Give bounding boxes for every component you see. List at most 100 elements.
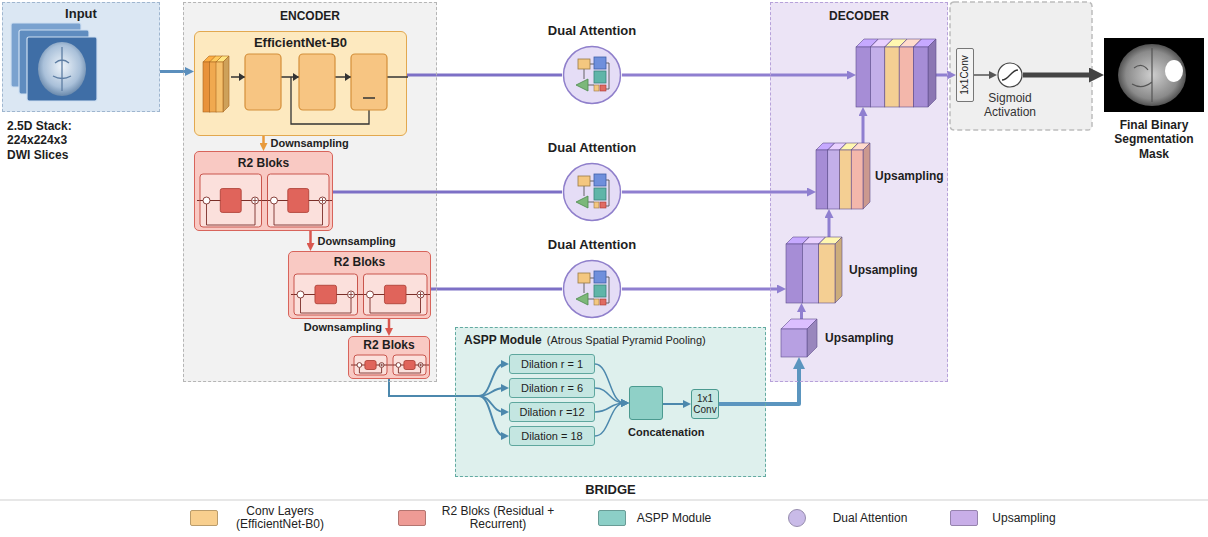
legend-text: Conv Layers (EfficientNet-B0) [224, 505, 336, 531]
legend-text-holder: ASPP Module [632, 503, 716, 533]
label-text: EfficientNet-B0 [254, 35, 347, 50]
connector-arrow [862, 112, 865, 143]
part-circle [564, 261, 621, 318]
part-rect [594, 188, 606, 200]
part-path [807, 319, 817, 357]
connector-arrow [262, 136, 265, 146]
part-rect [600, 85, 606, 91]
legend-text: Dual Attention [833, 512, 908, 525]
part-rect [203, 62, 210, 112]
part-rect [819, 244, 835, 303]
part-circle [564, 47, 621, 104]
part-path [835, 237, 842, 303]
part-rect [600, 299, 606, 305]
attention-circle: Dual Attention [562, 162, 622, 222]
part-circle [418, 363, 423, 368]
text-holder: ENCODER [184, 9, 436, 23]
connector-arrow [309, 231, 312, 246]
part-path [363, 97, 375, 99]
connector-arrow [974, 74, 992, 76]
legend-item: ASPP Module [598, 503, 718, 533]
attention-circle: Dual Attention [562, 259, 622, 319]
label-text: ASPP Module [464, 333, 542, 347]
part-rect [600, 202, 606, 208]
part-g [216, 56, 229, 112]
text-holder: Input [3, 6, 159, 22]
panel-fills [2, 2, 948, 477]
connector-arrow [800, 308, 803, 319]
part-rect [365, 361, 376, 370]
part-rect [200, 174, 262, 227]
part-path [253, 198, 258, 203]
node-graphic [856, 39, 936, 107]
part-rect [299, 54, 335, 110]
part-path [197, 200, 332, 201]
part-path [320, 198, 325, 203]
part-rect [594, 57, 606, 69]
part-rect [816, 150, 828, 209]
part-rect [851, 150, 863, 209]
node-graphic [1104, 38, 1204, 112]
part-rect [351, 54, 387, 110]
part-path [351, 365, 429, 366]
legend-swatch [598, 510, 626, 526]
label-text: R2 Bloks [334, 255, 385, 269]
part-path [53, 47, 71, 91]
connector-arrow [828, 214, 831, 237]
legend-text: ASPP Module [637, 512, 712, 525]
text-holder: Upsampling [875, 169, 944, 183]
conv-box: 1x1 Conv [691, 389, 719, 419]
part-path [863, 143, 870, 209]
part-circle [297, 291, 304, 298]
connector-arrow [388, 319, 391, 331]
connector-arrow [663, 403, 686, 405]
label-text: Dilation = 18 [521, 430, 582, 442]
edge-label-holder: Downsampling [271, 137, 349, 150]
part-rect [781, 329, 807, 357]
label-text: Dual Attention [548, 140, 636, 155]
part-path [576, 196, 588, 208]
part-ellipse [38, 42, 86, 96]
text-holder: Dilation = 18 [510, 430, 594, 443]
legend-swatch [190, 510, 218, 526]
r2-block: R2 Bloks [348, 336, 430, 379]
label-text: Dual Attention [548, 237, 636, 252]
bridge-cube: Upsampling [781, 319, 817, 357]
part-circle [357, 363, 362, 368]
label-text: (Atrous Spatial Pyramid Pooling) [547, 334, 706, 346]
part-rect [594, 174, 606, 186]
part-rect [384, 285, 406, 303]
label-text: DECODER [829, 9, 889, 23]
connector-arrow [719, 364, 799, 404]
legend-item: Conv Layers (EfficientNet-B0) [190, 503, 338, 533]
input-panel: Input2.5D Stack: 224x224x3 DWI Slices [2, 2, 160, 112]
attention-circle: Dual Attention [562, 45, 622, 105]
part-circle [348, 291, 355, 298]
text-holder: Dual Attention [532, 23, 652, 39]
part-path [380, 364, 383, 367]
efficientnet-box: EfficientNet-B0 [194, 31, 407, 136]
part-rect [856, 47, 870, 107]
part-rect [786, 244, 802, 303]
text-holder: Concatenation [628, 426, 704, 439]
legend-swatch [788, 509, 806, 527]
connector-arrow [595, 388, 624, 403]
decoder-panel: UpsamplingUpsamplingUpsamplingDECODER [770, 2, 948, 382]
part-rect [245, 54, 281, 110]
dilation-box: Dilation r = 1 [509, 354, 595, 374]
part-path [345, 73, 351, 81]
part-path [1132, 48, 1152, 102]
label-text: Sigmoid Activation [984, 91, 1036, 119]
connector-arrow [622, 191, 811, 194]
part-rect [594, 299, 599, 305]
part-circle [998, 63, 1022, 87]
part-path [291, 294, 430, 295]
label-text: ENCODER [280, 9, 340, 23]
text-holder: R2 Bloks [289, 255, 430, 269]
decoder-stack [856, 39, 936, 107]
text-holder: EfficientNet-B0 [195, 35, 406, 51]
text-holder: ASPP Module (Atrous Spatial Pyramid Pooli… [464, 333, 706, 347]
part-circle [367, 291, 374, 298]
part-rect [578, 59, 590, 69]
